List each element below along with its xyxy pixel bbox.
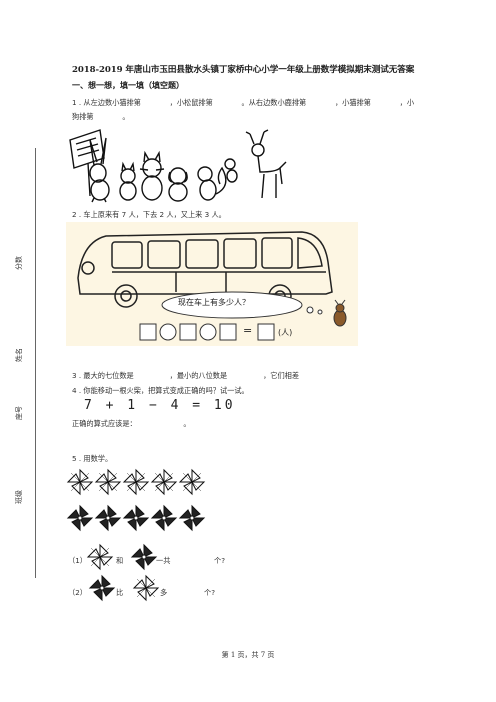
pinwheel-icon [179,469,205,495]
cat-drawing [139,150,165,201]
pinwheel-icon [95,469,121,495]
question-4-answer: 正确的算式应该是： 。 [72,419,191,428]
question-3: 3 . 最大的七位数是 ，最小的八位数是 ，它们相差 [72,371,300,380]
question-4: 4 . 你能移动一根火柴，把算式变成正确的吗？试一试。 [72,386,249,395]
dog-drawing [168,167,188,202]
sub-question-1-end: 个? [214,556,226,565]
score-label: 分数 [15,256,23,270]
page-title: 2018-2019 年唐山市玉田县散水头镇丁家桥中心小学一年级上册数学模拟期末测… [72,65,415,75]
bus-drawing [77,231,333,308]
answer-box [179,323,197,341]
sub-question-2-prefix: （2） [68,588,87,597]
sign-board-icon [69,129,105,197]
pinwheel-icon [89,575,115,601]
thought-bubble [161,291,323,319]
unit-label: (人) [278,328,293,337]
page-footer: 第 1 页，共 7 页 [221,651,275,659]
kitten-drawing [119,161,137,201]
sub-question-2-end: 个? [204,588,216,597]
answer-box [257,323,275,341]
class-label: 班级 [15,490,23,504]
pinwheel-icon [151,505,177,531]
pinwheel-icon [67,469,93,495]
pinwheel-icon [133,575,159,601]
sub-question-1-total: 一共 [156,556,171,565]
pinwheel-icon [179,505,205,531]
sub-question-1-and: 和 [116,556,124,565]
question-1-line2: 狗排第 。 [72,112,130,121]
deer-drawing [245,129,287,199]
answer-box [139,323,157,341]
seat-label: 座号 [15,406,23,420]
equation-boxes [139,323,275,341]
pinwheel-icon [151,469,177,495]
squirrel-drawing [197,166,227,201]
question-5: 5 . 用数学。 [72,454,113,463]
matchstick-equation: 7 + 1 − 4 = 10 [84,398,236,413]
mouse-drawing [224,158,238,183]
pinwheel-icon [123,469,149,495]
sub-question-2-compare: 比 [116,588,124,597]
operator-circle [199,323,217,341]
pinwheel-icon [123,505,149,531]
animals-illustration [69,129,287,203]
answer-box [219,323,237,341]
question-1-line1: 1 . 从左边数小猫排第 ，小松鼠排第 。从右边数小鹿排第 ，小猫排第 ，小 [72,98,415,107]
rabbit-drawing [89,137,110,203]
thought-bubble-text: 现在车上有多少人？ [178,298,250,307]
pinwheel-icon [131,544,157,570]
bug-character-icon [333,299,347,327]
question-2: 2 . 车上原来有 7 人，下去 2 人，又上来 3 人。 [72,210,226,219]
section-heading: 一、想一想，填一填（填空题） [72,81,184,90]
bus-picture-panel [66,222,358,346]
pinwheel-grid [67,469,205,531]
name-label: 姓名 [15,348,23,362]
equals-sign: = [243,324,253,337]
sub-question-2-more: 多 [160,588,168,597]
pinwheel-icon [95,505,121,531]
binding-line [35,148,36,578]
pinwheel-icon [87,544,113,570]
pinwheel-icon [67,505,93,531]
operator-circle [159,323,177,341]
sub-question-1-prefix: （1） [68,556,87,565]
